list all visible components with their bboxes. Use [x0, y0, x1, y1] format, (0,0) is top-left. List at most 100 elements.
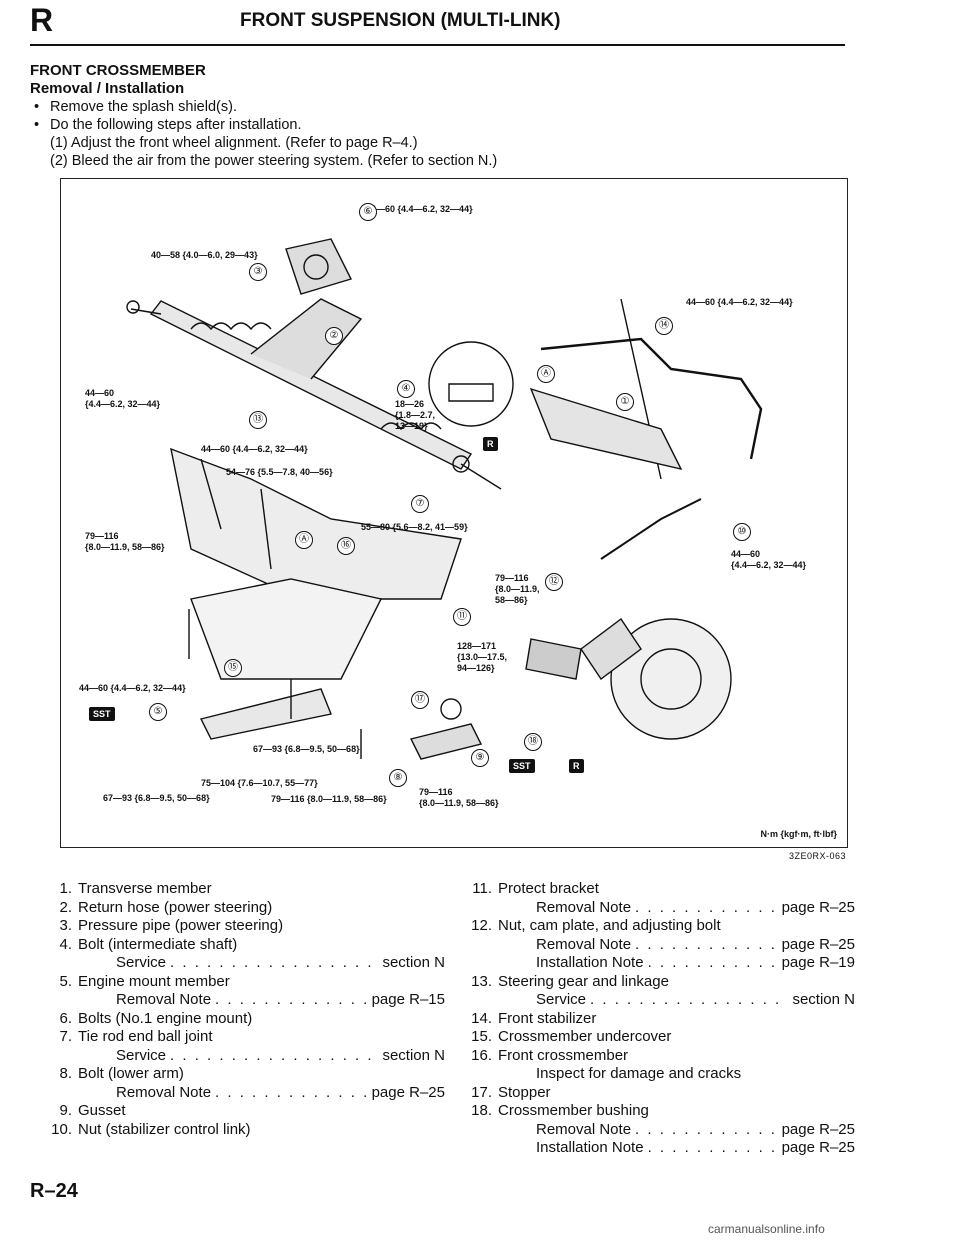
- sst-tag: SST: [509, 759, 535, 773]
- legend-subitem: Removal Notepage R–25: [460, 936, 855, 955]
- torque-label: 44—60 {4.4—6.2, 32—44}: [79, 683, 186, 693]
- torque-label: 54—76 {5.5—7.8, 40—56}: [226, 467, 333, 477]
- legend-num: 9.: [59, 1102, 72, 1119]
- sub-label: Service: [116, 1046, 167, 1064]
- legend-item: 8.Bolt (lower arm): [40, 1065, 445, 1084]
- watermark: carmanualsonline.info: [708, 1222, 825, 1236]
- callout-15: ⑮: [224, 659, 242, 677]
- legend-text: Steering gear and linkage: [498, 972, 669, 990]
- legend-item: 9.Gusset: [40, 1102, 445, 1121]
- section-subtitle: Removal / Installation: [30, 80, 185, 97]
- sub-ref: page R–19: [781, 954, 855, 971]
- bullet-item: Remove the splash shield(s).: [30, 98, 850, 116]
- legend-item: 11.Protect bracket: [460, 880, 855, 899]
- legend-note: Inspect for damage and cracks: [536, 1065, 742, 1082]
- legend-num: 10.: [51, 1120, 72, 1138]
- page-number: R–24: [30, 1180, 78, 1202]
- legend-item: 14.Front stabilizer: [460, 1010, 855, 1029]
- torque-label: 13—19}: [395, 421, 428, 431]
- legend-num: 3.: [59, 917, 72, 934]
- torque-label: 79—116: [85, 531, 119, 541]
- sub-label: Installation Note: [536, 954, 644, 971]
- parts-drawing: [126, 238, 763, 760]
- legend-item: 17.Stopper: [460, 1084, 855, 1103]
- callout-6: ⑥: [359, 203, 377, 221]
- callout-1: ①: [616, 393, 634, 411]
- legend-num: 7.: [59, 1028, 72, 1045]
- sub-label: Service: [536, 991, 587, 1008]
- callout-5: ⑤: [149, 703, 167, 721]
- sub-label: Removal Note: [536, 898, 632, 916]
- torque-label: 44—60: [731, 549, 761, 559]
- legend-subitem: Removal Note page R–25: [460, 899, 855, 918]
- torque-label: 44—60: [85, 388, 115, 398]
- torque-label: {1.8—2.7,: [395, 410, 436, 420]
- legend-text: Protect bracket: [498, 880, 599, 897]
- sub-ref: section N: [382, 954, 445, 971]
- sub-ref: page R–25: [781, 898, 855, 916]
- leader-dots: [648, 1139, 778, 1158]
- torque-label: {8.0—11.9,: [495, 584, 540, 594]
- torque-units: N·m {kgf·m, ft·lbf}: [760, 829, 838, 839]
- legend-num: 17.: [471, 1083, 492, 1101]
- torque-label: 67—93 {6.8—9.5, 50—68}: [103, 793, 210, 803]
- legend-text: Transverse member: [78, 880, 212, 897]
- legend-num: 2.: [59, 898, 72, 916]
- torque-label: {13.0—17.5,: [457, 652, 508, 662]
- replace-tag: R: [569, 759, 584, 773]
- legend-subitem: Installation Note page R–25: [460, 1139, 855, 1158]
- leader-dots: [635, 899, 778, 918]
- torque-label: 67—93 {6.8—9.5, 50—68}: [253, 744, 360, 754]
- legend-item: 5. Engine mount member: [40, 973, 445, 992]
- sub-ref: section N: [382, 1046, 445, 1064]
- sub-ref: page R–15: [371, 991, 445, 1008]
- sub-ref: page R–25: [781, 935, 855, 953]
- legend-text: Engine mount member: [78, 972, 230, 990]
- legend-num: 5.: [59, 972, 72, 990]
- legend-num: 6.: [59, 1009, 72, 1027]
- torque-label: {8.0—11.9, 58—86}: [419, 798, 499, 808]
- callout-a: Ⓐ: [537, 365, 555, 383]
- legend-text: Bolts (No.1 engine mount): [78, 1009, 253, 1027]
- callout-12: ⑫: [545, 573, 563, 591]
- callout-a: Ⓐ: [295, 531, 313, 549]
- step-item: (1) Adjust the front wheel alignment. (R…: [50, 135, 418, 151]
- legend-item: 6. Bolts (No.1 engine mount): [40, 1010, 445, 1029]
- leader-dots: [635, 1121, 778, 1140]
- legend-subitem: Removal Notepage R–25: [40, 1084, 445, 1103]
- torque-label: 44—60 {4.4—6.2, 32—44}: [686, 297, 793, 307]
- legend-item: 10. Nut (stabilizer control link): [40, 1121, 445, 1140]
- leader-dots: [590, 991, 788, 1010]
- sub-label: Installation Note: [536, 1139, 644, 1156]
- legend-item: 7.Tie rod end ball joint: [40, 1028, 445, 1047]
- sub-ref: page R–25: [781, 1120, 855, 1138]
- legend-text: Bolt (intermediate shaft): [78, 935, 238, 953]
- legend-num: 14.: [471, 1009, 492, 1027]
- legend-num: 18.: [471, 1102, 492, 1119]
- callout-9: ⑨: [471, 749, 489, 767]
- bullet-item: Do the following steps after installatio…: [30, 116, 850, 134]
- leader-dots: [648, 954, 778, 973]
- legend-num: 13.: [471, 972, 492, 990]
- sub-ref: page R–25: [371, 1083, 445, 1101]
- torque-label: 128—171: [457, 641, 497, 651]
- callout-4: ④: [397, 380, 415, 398]
- legend-item: 18.Crossmember bushing: [460, 1102, 855, 1121]
- legend-item: 12.Nut, cam plate, and adjusting bolt: [460, 917, 855, 936]
- legend-text: Nut (stabilizer control link): [78, 1120, 251, 1138]
- legend-item: 2.Return hose (power steering): [40, 899, 445, 918]
- torque-label: {4.4—6.2, 32—44}: [731, 560, 807, 570]
- legend-num: 4.: [59, 935, 72, 953]
- torque-label: {8.0—11.9, 58—86}: [85, 542, 165, 552]
- leader-dots: [170, 954, 378, 973]
- legend-subitem: Removal Note page R–15: [40, 991, 445, 1010]
- callout-16: ⑯: [337, 537, 355, 555]
- callout-14: ⑭: [655, 317, 673, 335]
- sub-label: Removal Note: [116, 991, 212, 1008]
- sub-ref: page R–25: [781, 1139, 855, 1156]
- leader-dots: [170, 1047, 378, 1066]
- callout-10: ⑩: [733, 523, 751, 541]
- section-letter: R: [30, 2, 54, 38]
- legend-subitem: Servicesection N: [460, 991, 855, 1010]
